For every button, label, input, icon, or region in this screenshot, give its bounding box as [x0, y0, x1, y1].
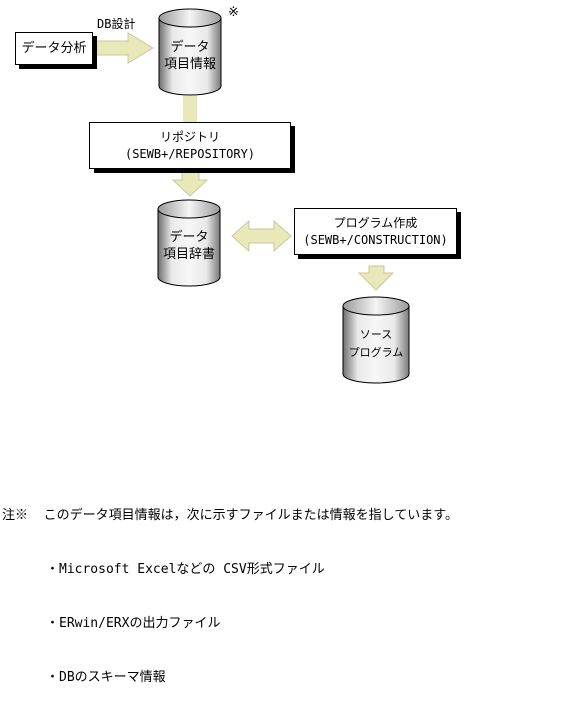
data-item-info-line2: 項目情報 — [163, 57, 216, 72]
arrow-analysis-to-info — [95, 32, 154, 64]
data-item-info-label: データ 項目情報 — [159, 39, 221, 73]
data-analysis-box: データ分析 — [15, 32, 93, 65]
double-arrow-dictionary-program — [231, 219, 292, 253]
data-dictionary-line1: データ — [169, 230, 209, 245]
data-dictionary-label: データ 項目辞書 — [158, 229, 220, 263]
repository-line2: (SEWB+/REPOSITORY) — [124, 147, 256, 161]
footnote-item-2: ・ERwin/ERXの出力ファイル — [46, 616, 221, 631]
repository-line1: リポジトリ — [159, 130, 220, 144]
footnote-item-3: ・DBのスキーマ情報 — [46, 670, 166, 685]
footnote: 注※ このデータ項目情報は，次に示すファイルまたは情報を指しています。 ・Mic… — [2, 471, 458, 705]
program-creation-line2: (SEWB+/CONSTRUCTION) — [303, 233, 448, 247]
program-creation-box: プログラム作成 (SEWB+/CONSTRUCTION) — [294, 208, 457, 255]
db-design-label: DB設計 — [97, 17, 136, 31]
data-analysis-label: データ分析 — [21, 41, 87, 56]
data-dictionary-line2: 項目辞書 — [162, 247, 215, 262]
footnote-text: このデータ項目情報は，次に示すファイルまたは情報を指しています。 — [43, 508, 458, 523]
arrow-info-to-repository — [183, 96, 197, 122]
footnote-main: 注※ このデータ項目情報は，次に示すファイルまたは情報を指しています。 — [2, 507, 458, 525]
footnote-item-1: ・Microsoft Excelなどの CSV形式ファイル — [46, 562, 325, 577]
asterisk-mark: ※ — [228, 5, 239, 20]
cylinder-data-dictionary — [157, 199, 221, 287]
arrow-repository-to-dictionary — [171, 171, 209, 197]
cylinder-source-program — [342, 296, 410, 384]
footnote-prefix: 注※ — [2, 508, 29, 523]
source-program-line2: プログラム — [348, 346, 404, 359]
data-item-info-line1: データ — [170, 40, 210, 55]
cylinder-data-item-info — [158, 8, 222, 96]
repository-box: リポジトリ (SEWB+/REPOSITORY) — [89, 122, 291, 169]
arrow-program-to-source — [357, 265, 395, 291]
program-creation-line1: プログラム作成 — [333, 216, 418, 230]
diagram-canvas — [95, 8, 410, 384]
source-program-line1: ソース — [359, 328, 393, 341]
source-program-label: ソース プログラム — [343, 326, 409, 362]
